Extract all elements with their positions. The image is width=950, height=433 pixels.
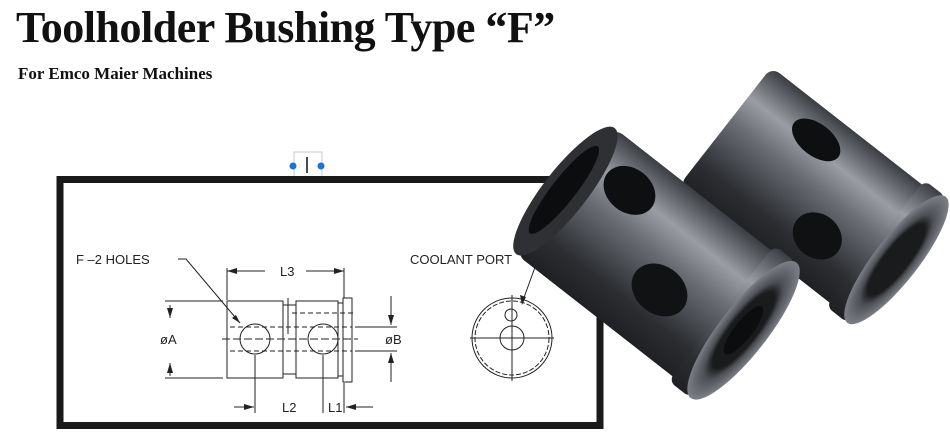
product-image <box>513 71 949 400</box>
dimension-arrows <box>167 268 394 410</box>
selection-handle[interactable] <box>289 151 325 181</box>
handle-dot-left <box>289 162 297 170</box>
bushing-back <box>683 71 949 325</box>
label-dia-b: øB <box>385 332 402 347</box>
page-subtitle: For Emco Maier Machines <box>18 64 213 83</box>
label-l1: L1 <box>328 400 342 415</box>
label-holes: F –2 HOLES <box>76 252 150 267</box>
side-view <box>165 258 397 413</box>
bushing-front <box>513 126 800 400</box>
page-title: Toolholder Bushing Type “F” <box>16 3 555 52</box>
drawing-frame <box>56 176 604 429</box>
label-l3: L3 <box>280 264 294 279</box>
handle-dot-right <box>317 162 325 170</box>
label-dia-a: øA <box>160 332 177 347</box>
label-coolant-port: COOLANT PORT <box>410 252 512 267</box>
label-l2: L2 <box>282 400 296 415</box>
